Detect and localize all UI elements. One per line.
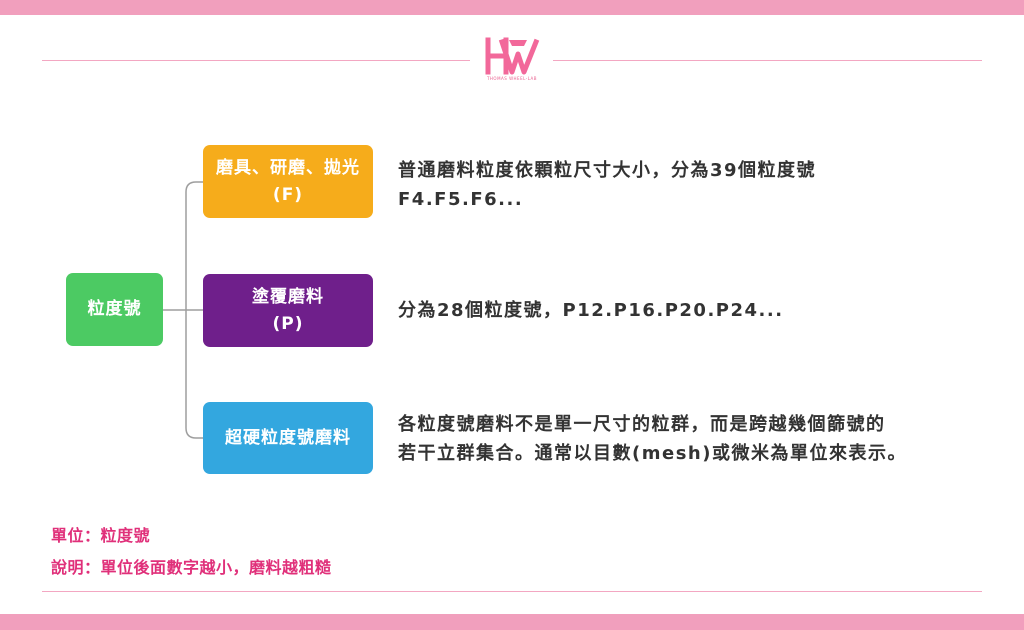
branch-description-f: 普通磨料粒度依顆粒尺寸大小，分為39個粒度號 F4.F5.F6... (398, 156, 998, 214)
branch-code: (P) (272, 313, 304, 334)
description-line: 普通磨料粒度依顆粒尺寸大小，分為39個粒度號 (398, 160, 817, 181)
branch-title: 超硬粒度號磨料 (225, 427, 351, 448)
branch-node-f: 磨具、研磨、拋光 (F) (203, 145, 373, 218)
branch-node-p: 塗覆磨料 (P) (203, 274, 373, 347)
explanation-note: 說明：單位後面數字越小，磨料越粗糙 (51, 558, 332, 577)
footer-rule (42, 591, 982, 592)
branch-title: 磨具、研磨、拋光 (216, 157, 360, 178)
branch-code: (F) (272, 184, 304, 205)
logo-tagline: THOMAS WHEEL-LAB (486, 76, 538, 81)
description-line: 分為28個粒度號，P12.P16.P20.P24... (398, 300, 784, 321)
root-label: 粒度號 (87, 299, 142, 319)
root-node: 粒度號 (66, 273, 163, 346)
header-rule-left (42, 60, 470, 61)
branch-description-superhard: 各粒度號磨料不是單一尺寸的粒群，而是跨越幾個篩號的 若干立群集合。通常以目數(m… (398, 410, 998, 468)
bottom-band (0, 614, 1024, 630)
description-line: 若干立群集合。通常以目數(mesh)或微米為單位來表示。 (398, 443, 907, 464)
branch-node-superhard: 超硬粒度號磨料 (203, 402, 373, 474)
description-line: F4.F5.F6... (398, 189, 524, 210)
unit-note: 單位：粒度號 (51, 526, 151, 545)
description-line: 各粒度號磨料不是單一尺寸的粒群，而是跨越幾個篩號的 (398, 414, 886, 435)
branch-description-p: 分為28個粒度號，P12.P16.P20.P24... (398, 296, 998, 325)
top-band (0, 0, 1024, 15)
hw-logo-icon (480, 36, 544, 80)
branch-title: 塗覆磨料 (252, 286, 324, 307)
header-rule-right (553, 60, 982, 61)
